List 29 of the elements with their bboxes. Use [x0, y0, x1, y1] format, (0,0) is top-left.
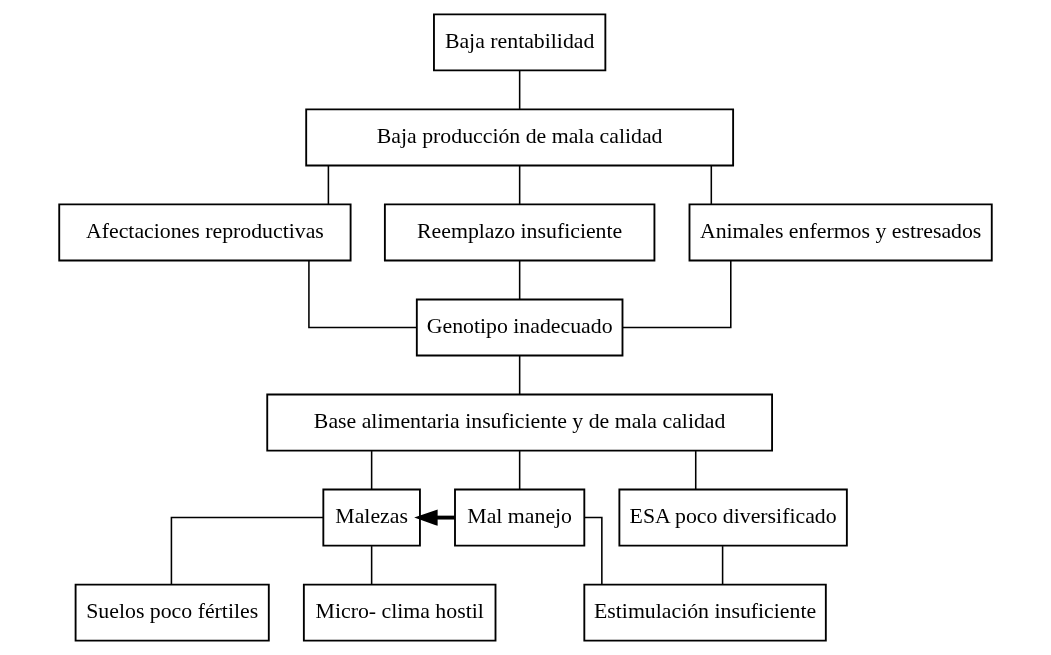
- node-box: Baja rentabilidad: [433, 13, 607, 72]
- connector: [370, 545, 373, 585]
- connector: [518, 450, 521, 490]
- node-box: Mal manejo: [454, 488, 586, 547]
- node-box: Base alimentaria insuficiente y de mala calidad: [266, 393, 773, 452]
- node-box: Micro- clima hostil: [302, 583, 497, 642]
- node-box: Baja producción de mala calidad: [305, 108, 735, 167]
- connector: [327, 165, 330, 205]
- node-box: Malezas: [322, 488, 421, 547]
- node-box: Suelos poco fértiles: [74, 583, 270, 642]
- node-box: Estimulación insuficiente: [583, 583, 827, 642]
- node-box: Animales enfermos y estresados: [688, 203, 993, 262]
- connector: [710, 165, 713, 205]
- connector: [370, 450, 373, 490]
- connector: [721, 545, 724, 585]
- connector: [170, 516, 324, 585]
- node-box: Reemplazo insuficiente: [383, 203, 656, 262]
- connector: [621, 260, 732, 329]
- connector: [583, 516, 603, 585]
- connector: [694, 450, 697, 490]
- node-box: ESA poco diversificado: [618, 488, 848, 547]
- arrow: [414, 509, 455, 526]
- node-box: Afectaciones reproductivas: [58, 203, 352, 262]
- connector: [518, 260, 521, 300]
- connector: [308, 260, 418, 329]
- node-box: Genotipo inadecuado: [415, 298, 624, 357]
- connector: [518, 165, 521, 205]
- connector: [518, 70, 521, 110]
- connector: [518, 355, 521, 395]
